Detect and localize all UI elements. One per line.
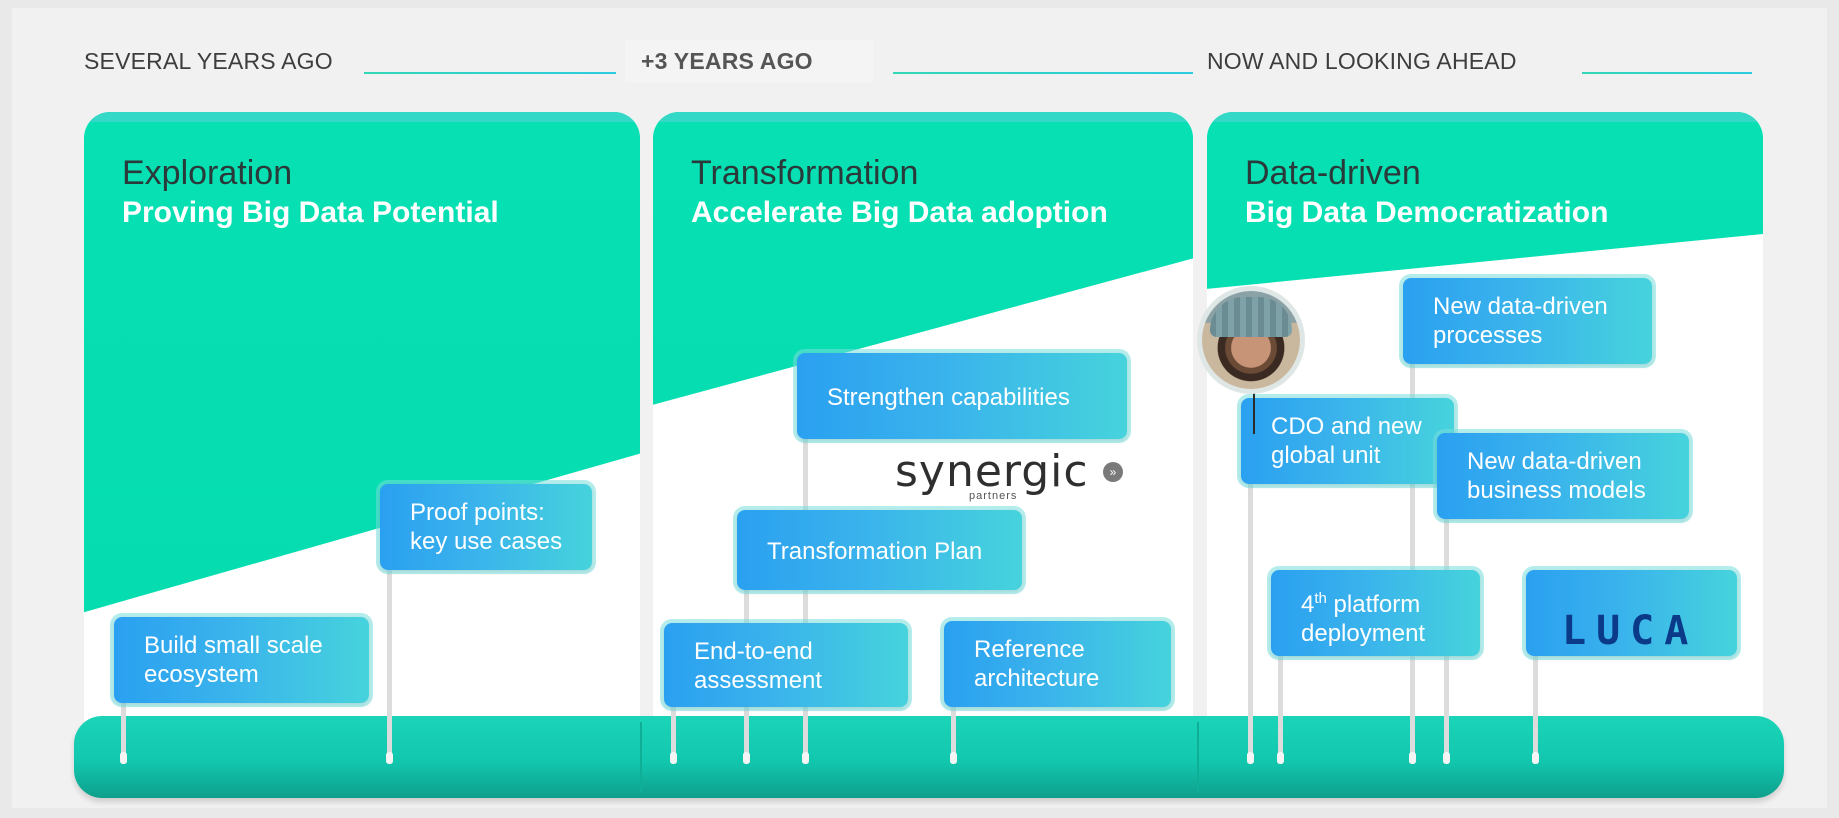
platform-label: platform deployment — [1301, 591, 1426, 647]
era-underline-2 — [893, 72, 1193, 74]
flag-pole — [1532, 640, 1539, 764]
panel-subtitle: Accelerate Big Data adoption — [691, 196, 1108, 229]
flag-pole — [1247, 475, 1254, 764]
flag-pole — [670, 700, 677, 764]
avatar-connector — [1253, 390, 1255, 434]
flag-luca: LUCA — [1526, 570, 1737, 656]
panel-subtitle: Big Data Democratization — [1245, 196, 1609, 229]
panel-topbar — [653, 112, 1193, 122]
flag-pole — [120, 690, 127, 764]
flag-transformation-plan: Transformation Plan — [737, 510, 1022, 590]
synergic-partners-logo: synergic partners » — [895, 446, 1135, 502]
panel-title: Exploration — [122, 154, 293, 192]
flag-4th-platform-deployment: 4th platform deployment — [1271, 570, 1480, 656]
timeline-separator-2 — [1197, 722, 1199, 792]
flag-cdo-new-global-unit: CDO and new global unit — [1241, 398, 1454, 484]
flag-reference-architecture: Reference architecture — [944, 621, 1171, 707]
era-label-several-years-ago: SEVERAL YEARS AGO — [84, 48, 333, 74]
era-label-3-years-ago: +3 YEARS AGO — [625, 40, 873, 83]
panel-topbar — [1207, 112, 1763, 122]
flag-strengthen-capabilities: Strengthen capabilities — [797, 353, 1127, 439]
flag-pole — [1277, 650, 1284, 764]
panel-title: Data-driven — [1245, 154, 1421, 192]
era-underline-3 — [1582, 72, 1752, 74]
synergic-logo-word: synergic — [895, 446, 1089, 497]
era-underline-1 — [364, 72, 616, 74]
era-label-now-and-ahead: NOW AND LOOKING AHEAD — [1207, 48, 1517, 74]
panel-topbar — [84, 112, 640, 122]
flag-pole — [1409, 355, 1416, 764]
flag-pole — [950, 700, 957, 764]
platform-ordinal: th — [1314, 590, 1327, 607]
timeline-base-bar — [74, 716, 1784, 798]
avatar-hat — [1210, 297, 1292, 337]
panel-subtitle: Proving Big Data Potential — [122, 196, 499, 229]
flag-new-data-driven-processes: New data-driven processes — [1403, 278, 1652, 364]
panel-title: Transformation — [691, 154, 919, 192]
synergic-logo-chevron-icon: » — [1103, 462, 1123, 482]
flag-new-data-driven-business-models: New data-driven business models — [1437, 433, 1689, 519]
luca-logo: LUCA — [1562, 608, 1699, 654]
flag-proof-points: Proof points: key use cases — [380, 484, 592, 570]
timeline-separator-1 — [640, 722, 642, 792]
flag-build-small-scale-ecosystem: Build small scale ecosystem — [114, 617, 369, 703]
synergic-logo-partners: partners — [969, 490, 1018, 502]
flag-pole — [386, 560, 393, 764]
flag-pole — [802, 430, 809, 764]
platform-number: 4 — [1301, 591, 1315, 618]
cdo-avatar — [1202, 291, 1300, 389]
flag-end-to-end-assessment: End-to-end assessment — [664, 623, 908, 707]
